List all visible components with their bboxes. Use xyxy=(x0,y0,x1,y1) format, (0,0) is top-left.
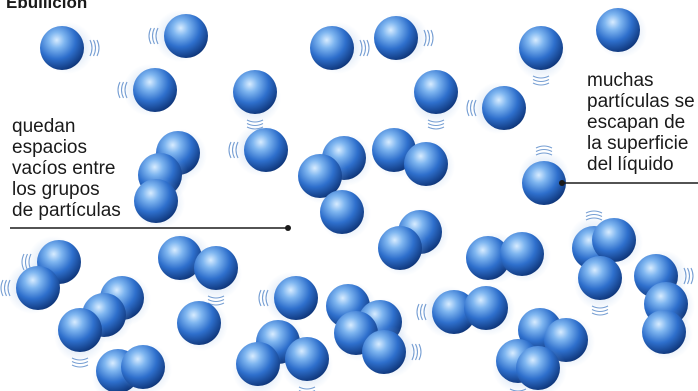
particle xyxy=(374,12,433,64)
particle xyxy=(463,284,515,336)
right-annotation: muchas partículas se escapan de la super… xyxy=(587,70,695,175)
motion-line xyxy=(72,365,88,367)
particle-sphere xyxy=(464,286,508,330)
motion-line xyxy=(533,83,549,85)
diagram-title: Ebullición xyxy=(6,0,87,13)
particle xyxy=(229,70,281,129)
particle xyxy=(403,140,455,192)
left-annotation-line-2: espacios xyxy=(12,137,121,158)
particle-sphere xyxy=(121,345,165,389)
particle-sphere xyxy=(482,86,526,130)
motion-line xyxy=(467,100,469,116)
particle-sphere xyxy=(244,128,288,172)
motion-line xyxy=(97,40,99,56)
particle-sphere xyxy=(164,14,208,58)
particle-sphere xyxy=(596,8,640,52)
right-annotation-line-2: partículas se xyxy=(587,91,695,112)
motion-line xyxy=(536,146,552,148)
particle xyxy=(310,22,369,74)
particle xyxy=(229,124,288,176)
particle-sphere xyxy=(320,190,364,234)
motion-line xyxy=(259,290,261,306)
right-annotation-line-5: del líquido xyxy=(587,154,695,175)
particle xyxy=(499,230,551,282)
motion-line xyxy=(367,40,369,56)
motion-line xyxy=(428,127,444,129)
motion-line xyxy=(149,28,151,44)
particle xyxy=(377,224,429,276)
particle-sphere xyxy=(516,346,560,390)
particle xyxy=(120,343,172,391)
particle xyxy=(467,82,526,134)
particle-sphere xyxy=(578,256,622,300)
particle-sphere xyxy=(642,310,686,354)
particle-sphere xyxy=(592,218,636,262)
left-annotation-line-4: los grupos xyxy=(12,179,121,200)
particle-sphere xyxy=(40,26,84,70)
left-annotation-line-1: quedan xyxy=(12,116,121,137)
left-annotation-line-5: de partículas xyxy=(12,200,121,221)
particle-sphere xyxy=(374,16,418,60)
particle-sphere xyxy=(285,337,329,381)
particle xyxy=(641,308,693,360)
particle-sphere xyxy=(177,301,221,345)
particle xyxy=(259,272,318,324)
right-annotation-line-3: escapan de xyxy=(587,112,695,133)
right-pointer-dot xyxy=(559,180,565,186)
particle xyxy=(515,26,567,85)
particle xyxy=(410,70,462,129)
motion-line xyxy=(592,313,608,315)
particle-sphere xyxy=(404,142,448,186)
particle-sphere xyxy=(236,342,280,386)
left-annotation: quedan espacios vacíos entre los grupos … xyxy=(12,116,121,221)
motion-line xyxy=(691,268,693,284)
motion-line xyxy=(431,30,433,46)
particle xyxy=(40,22,99,74)
particle-sphere xyxy=(16,266,60,310)
particle xyxy=(133,177,185,229)
particle-sphere xyxy=(378,226,422,270)
left-pointer-dot xyxy=(285,225,291,231)
motion-line xyxy=(1,280,3,296)
particle-sphere xyxy=(500,232,544,276)
right-annotation-line-4: la superficie xyxy=(587,133,695,154)
motion-line xyxy=(118,82,120,98)
motion-line xyxy=(586,211,602,213)
particle-sphere xyxy=(134,179,178,223)
particle-sphere xyxy=(58,308,102,352)
particle-sphere xyxy=(233,70,277,114)
particle xyxy=(149,10,208,62)
particle-sphere xyxy=(414,70,458,114)
right-annotation-line-1: muchas xyxy=(587,70,695,91)
left-annotation-line-3: vacíos entre xyxy=(12,158,121,179)
particle-sphere xyxy=(362,330,406,374)
particle-sphere xyxy=(519,26,563,70)
motion-line xyxy=(229,142,231,158)
particle-sphere xyxy=(274,276,318,320)
particle xyxy=(319,188,371,240)
motion-line xyxy=(419,344,421,360)
particle-sphere xyxy=(194,246,238,290)
particle xyxy=(118,64,177,116)
particle xyxy=(176,299,228,351)
particle-sphere xyxy=(133,68,177,112)
particle-sphere xyxy=(310,26,354,70)
particle xyxy=(595,6,647,58)
motion-line xyxy=(417,304,419,320)
particle xyxy=(518,146,570,205)
